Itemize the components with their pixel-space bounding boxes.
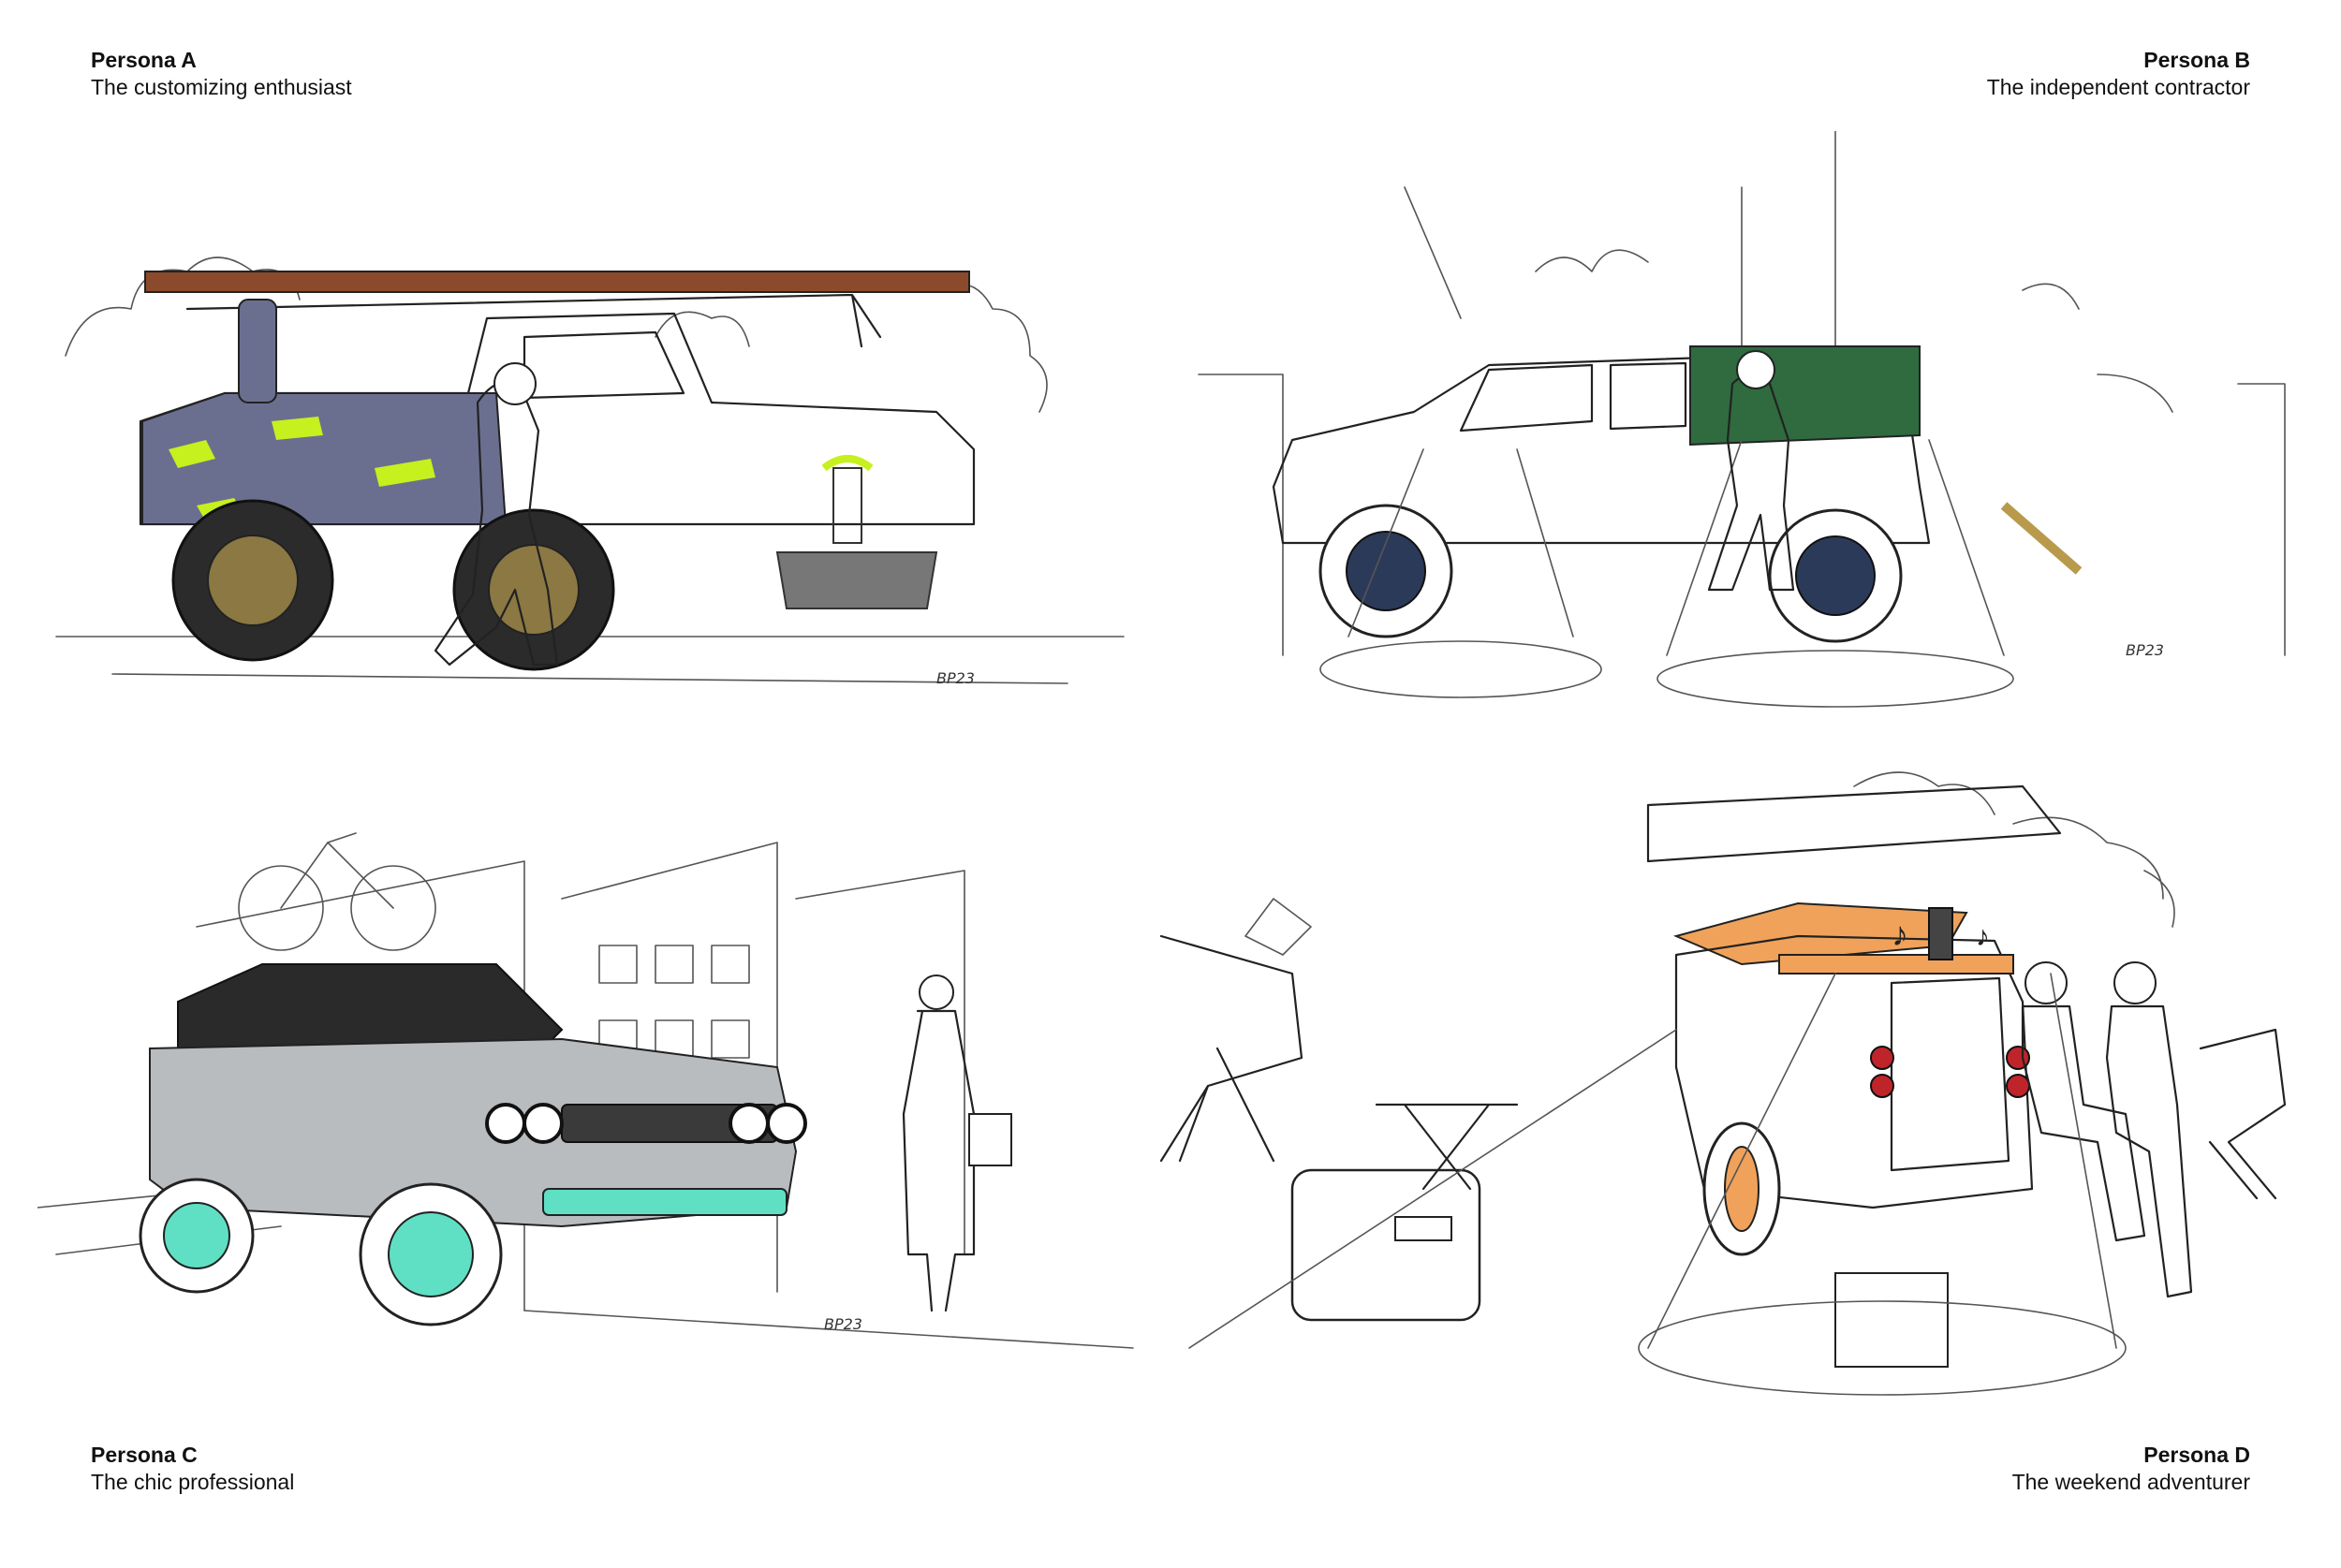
- tailgate-camping-sketch: ♪ ♪: [1159, 771, 2287, 1396]
- persona-a-caption: Persona A The customizing enthusiast: [91, 47, 352, 101]
- persona-b-title: Persona B: [2143, 48, 2250, 72]
- truck-with-ladder-rack-sketch: BP23: [55, 256, 1125, 687]
- persona-b-description: The independent contractor: [1986, 74, 2250, 99]
- persona-a-description: The customizing enthusiast: [91, 74, 352, 99]
- persona-c-illustration: BP23: [37, 786, 1142, 1395]
- persona-b-illustration: BP23: [1180, 131, 2294, 711]
- persona-c-caption: Persona C The chic professional: [91, 1442, 294, 1496]
- persona-d-title: Persona D: [2143, 1443, 2250, 1467]
- music-note-icon: ♪: [1892, 915, 1908, 953]
- van-in-street-sketch: BP23: [1198, 131, 2286, 708]
- persona-a-illustration: BP23: [37, 112, 1142, 768]
- artist-signature: BP23: [2126, 641, 2164, 659]
- persona-b-caption: Persona B The independent contractor: [1987, 47, 2250, 101]
- persona-d-illustration: ♪ ♪: [1124, 749, 2294, 1460]
- persona-a-title: Persona A: [91, 48, 197, 72]
- cargo-panel: [1689, 345, 1921, 447]
- lumber-on-rack: [144, 271, 970, 293]
- open-hatch: [1672, 901, 1968, 966]
- suv-city-street-sketch: BP23: [37, 832, 1134, 1349]
- persona-d-description: The weekend adventurer: [2011, 1469, 2250, 1494]
- artist-signature: BP23: [936, 669, 975, 687]
- persona-c-description: The chic professional: [91, 1469, 295, 1494]
- persona-d-caption: Persona D The weekend adventurer: [2012, 1442, 2250, 1496]
- camo-wrap: [141, 392, 508, 525]
- artist-signature: BP23: [824, 1315, 862, 1333]
- persona-c-title: Persona C: [91, 1443, 198, 1467]
- suv-roof: [177, 963, 564, 1049]
- music-note-icon: ♪: [1976, 921, 1990, 952]
